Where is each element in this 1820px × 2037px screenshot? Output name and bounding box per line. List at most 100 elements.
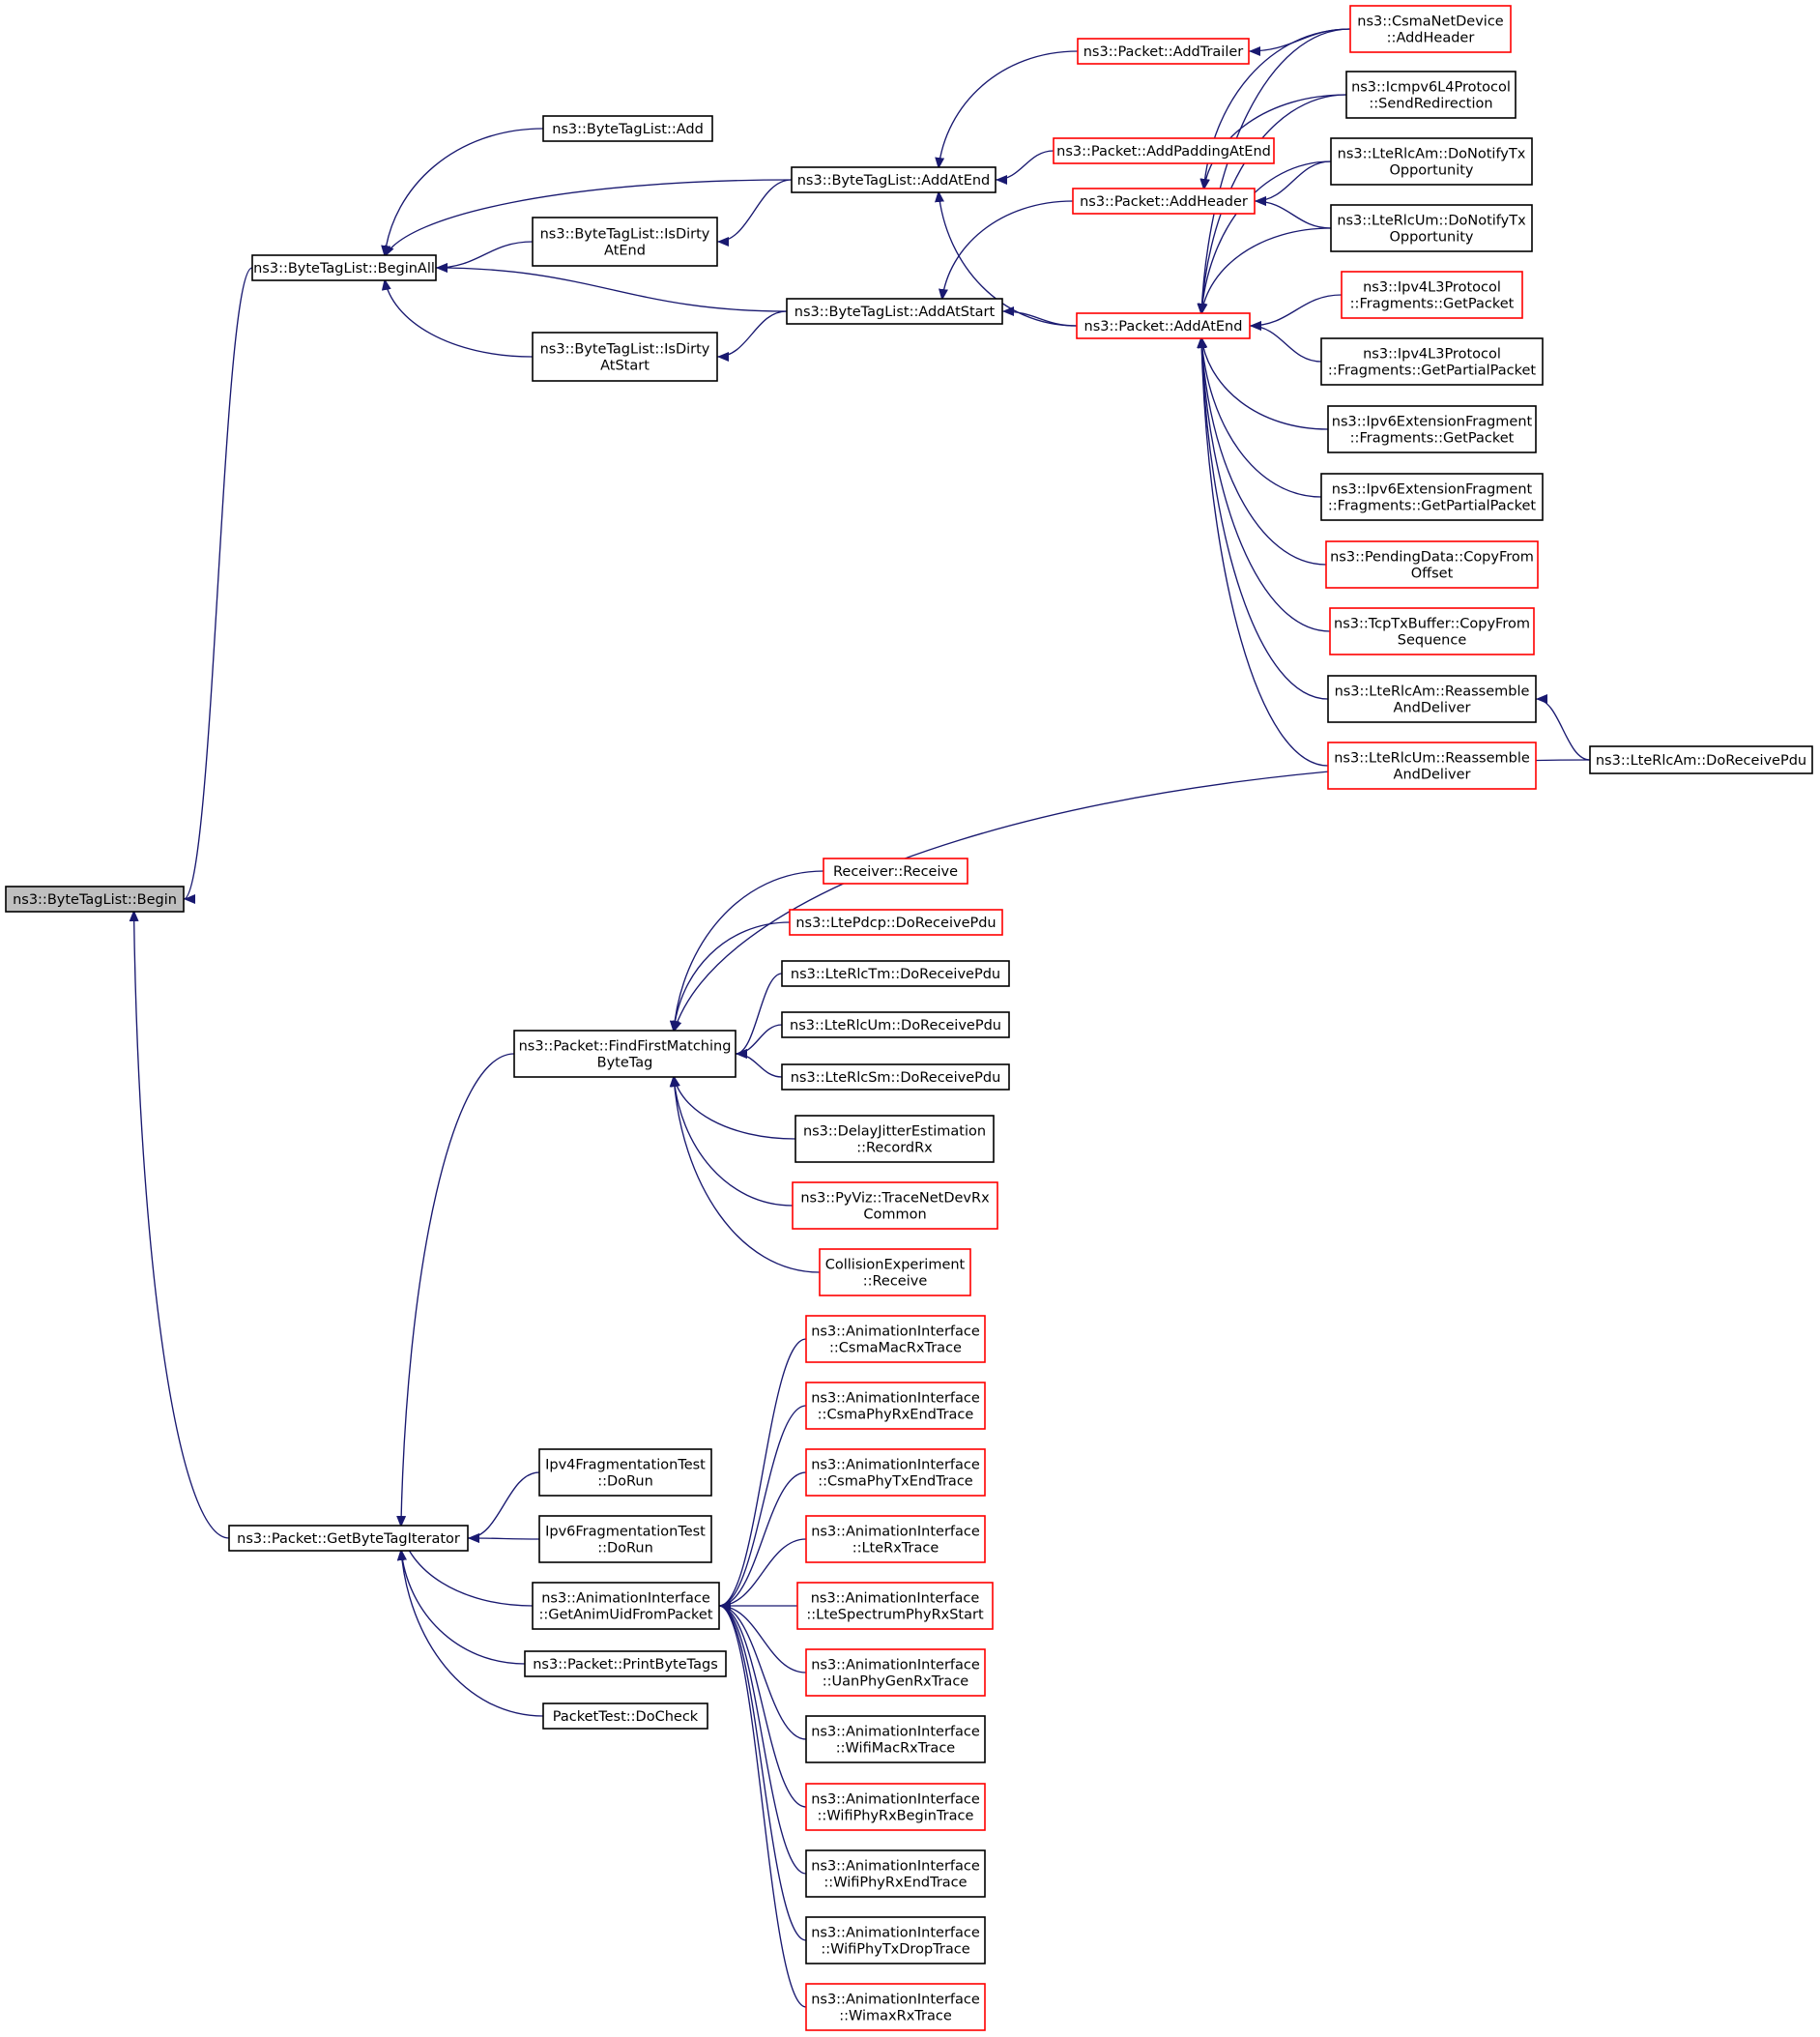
node-printByteTags[interactable]: ns3::Packet::PrintByteTags [524,1650,727,1677]
node-pdcpRecv[interactable]: ns3::LtePdcp::DoReceivePdu [789,909,1003,936]
node-rlcUmRecv[interactable]: ns3::LteRlcUm::DoReceivePdu [781,1011,1010,1038]
node-packetTestCheck[interactable]: PacketTest::DoCheck [542,1702,708,1730]
node-aiCsmaMacRx[interactable]: ns3::AnimationInterface::CsmaMacRxTrace [805,1315,986,1363]
node-box[interactable] [805,1916,986,1964]
node-box[interactable] [1330,204,1533,252]
node-receiverRecv[interactable]: Receiver::Receive [823,858,968,885]
node-box[interactable] [805,1783,986,1831]
node-box[interactable] [1077,38,1250,65]
node-aiWifiPhyRxEnd[interactable]: ns3::AnimationInterface::WifiPhyRxEndTra… [805,1849,986,1898]
node-box[interactable] [805,1983,986,2031]
node-box[interactable] [805,1648,986,1697]
node-box[interactable] [786,298,1003,325]
node-box[interactable] [538,1515,712,1563]
node-ipv6FragPartial[interactable]: ns3::Ipv6ExtensionFragment::Fragments::G… [1320,473,1544,521]
node-beginAll[interactable]: ns3::ByteTagList::BeginAll [251,254,437,281]
node-box[interactable] [781,960,1010,987]
node-box[interactable] [805,1715,986,1763]
node-aiWimaxRx[interactable]: ns3::AnimationInterface::WimaxRxTrace [805,1983,986,2031]
node-getAnimUid[interactable]: ns3::AnimationInterface::GetAnimUidFromP… [532,1582,720,1630]
node-box[interactable] [5,886,185,913]
node-collision[interactable]: CollisionExperiment::Receive [819,1248,971,1296]
node-box[interactable] [1325,540,1539,589]
node-pktAddTrailer[interactable]: ns3::Packet::AddTrailer [1077,38,1250,65]
node-box[interactable] [805,1849,986,1898]
node-box[interactable] [789,909,1003,936]
node-box[interactable] [781,1011,1010,1038]
node-csmaAddHeader[interactable]: ns3::CsmaNetDevice::AddHeader [1349,5,1512,53]
node-ipv6FragGet[interactable]: ns3::Ipv6ExtensionFragment::Fragments::G… [1327,405,1537,453]
node-btlAddAtEnd[interactable]: ns3::ByteTagList::AddAtEnd [791,166,997,193]
node-box[interactable] [1072,188,1256,215]
node-box[interactable] [1345,71,1517,119]
node-box[interactable] [1327,675,1537,723]
node-rlcAmRecv[interactable]: ns3::LteRlcAm::DoReceivePdu [1589,745,1813,774]
node-box[interactable] [823,858,968,885]
node-box[interactable] [1327,405,1537,453]
node-aiWifiMacRx[interactable]: ns3::AnimationInterface::WifiMacRxTrace [805,1715,986,1763]
node-box[interactable] [1076,312,1251,339]
node-box[interactable] [792,1181,998,1230]
node-box[interactable] [1341,271,1523,319]
node-aiWifiPhyTxDrop[interactable]: ns3::AnimationInterface::WifiPhyTxDropTr… [805,1916,986,1964]
node-ipv4FragTest[interactable]: Ipv4FragmentationTest::DoRun [538,1448,712,1497]
node-begin[interactable]: ns3::ByteTagList::Begin [5,886,185,913]
node-box[interactable] [794,1115,995,1163]
node-box[interactable] [819,1248,971,1296]
node-aiLteRx[interactable]: ns3::AnimationInterface::LteRxTrace [805,1515,986,1563]
node-box[interactable] [805,1382,986,1430]
node-box[interactable] [1320,337,1544,386]
node-box[interactable] [532,217,718,267]
node-box[interactable] [1329,607,1535,655]
node-aiCsmaPhyRxEnd[interactable]: ns3::AnimationInterface::CsmaPhyRxEndTra… [805,1382,986,1430]
node-box[interactable] [805,1315,986,1363]
node-ipv4FragGet[interactable]: ns3::Ipv4L3Protocol::Fragments::GetPacke… [1341,271,1523,319]
node-box[interactable] [542,1702,708,1730]
node-box[interactable] [805,1515,986,1563]
node-ipv4FragPartial[interactable]: ns3::Ipv4L3Protocol::Fragments::GetParti… [1320,337,1544,386]
node-box[interactable] [1349,5,1512,53]
node-box[interactable] [538,1448,712,1497]
node-box[interactable] [1320,473,1544,521]
node-icmpSendRedir[interactable]: ns3::Icmpv6L4Protocol::SendRedirection [1345,71,1517,119]
node-getByteTagIt[interactable]: ns3::Packet::GetByteTagIterator [228,1525,469,1552]
node-box[interactable] [513,1030,737,1078]
node-box[interactable] [791,166,997,193]
node-pktAddHeader[interactable]: ns3::Packet::AddHeader [1072,188,1256,215]
node-box[interactable] [1330,137,1533,186]
node-aiLteSpectrum[interactable]: ns3::AnimationInterface::LteSpectrumPhyR… [796,1582,994,1630]
node-rlcTmRecv[interactable]: ns3::LteRlcTm::DoReceivePdu [781,960,1010,987]
node-box[interactable] [228,1525,469,1552]
node-box[interactable] [524,1650,727,1677]
node-box[interactable] [1589,745,1813,774]
node-box[interactable] [1327,742,1537,790]
node-box[interactable] [1053,137,1275,164]
node-box[interactable] [532,1582,720,1630]
node-box[interactable] [805,1448,986,1497]
node-pktAddPadding[interactable]: ns3::Packet::AddPaddingAtEnd [1053,137,1275,164]
node-delayJitter[interactable]: ns3::DelayJitterEstimation::RecordRx [794,1115,995,1163]
node-box[interactable] [542,115,713,142]
node-ipv6FragTest[interactable]: Ipv6FragmentationTest::DoRun [538,1515,712,1563]
node-btlAdd[interactable]: ns3::ByteTagList::Add [542,115,713,142]
node-box[interactable] [251,254,437,281]
node-aiWifiPhyRxBegin[interactable]: ns3::AnimationInterface::WifiPhyRxBeginT… [805,1783,986,1831]
node-box[interactable] [532,332,718,382]
node-aiCsmaPhyTxEnd[interactable]: ns3::AnimationInterface::CsmaPhyTxEndTra… [805,1448,986,1497]
node-rlcSmRecv[interactable]: ns3::LteRlcSm::DoReceivePdu [781,1063,1010,1091]
node-box[interactable] [781,1063,1010,1091]
node-aiUanPhy[interactable]: ns3::AnimationInterface::UanPhyGenRxTrac… [805,1648,986,1697]
node-pktAddAtEnd[interactable]: ns3::Packet::AddAtEnd [1076,312,1251,339]
node-box[interactable] [796,1582,994,1630]
node-btlAddAtStart[interactable]: ns3::ByteTagList::AddAtStart [786,298,1003,325]
